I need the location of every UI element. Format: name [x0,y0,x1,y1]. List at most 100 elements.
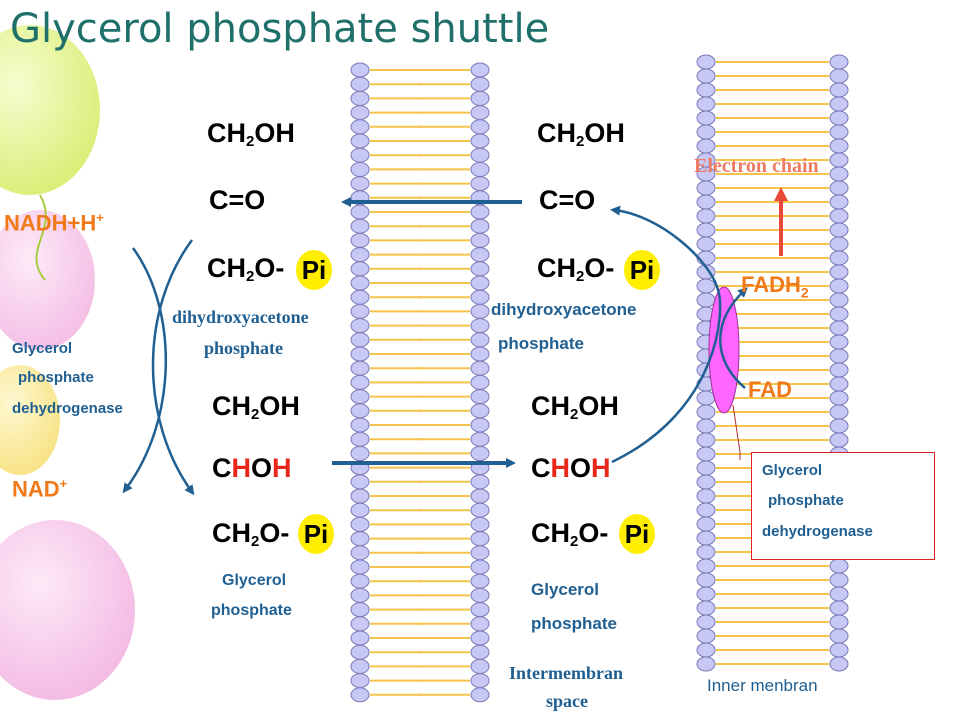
lipid-head [696,432,716,448]
dhap-cyto-co: C=O [209,185,266,215]
ch-text: CH [531,518,570,548]
lipid-head [470,374,490,390]
phosphate-badge-dhap-cyto: Pi [296,250,332,290]
lipid-head [829,390,849,406]
lipid-head [470,247,490,263]
outer-mitochondrial-membrane [350,62,490,703]
inner-mitochondrial-membrane [696,54,849,672]
lipid-head [696,96,716,112]
lipid-head [350,275,370,291]
lipid-head [696,54,716,70]
lipid-head [470,531,490,547]
lipid-head [350,147,370,163]
lipid-head [470,133,490,149]
lipid-head [470,218,490,234]
lipid-head [696,390,716,406]
lipid-head [350,673,370,689]
lipid-head [350,389,370,405]
lipid-head [350,403,370,419]
lipid-head [470,602,490,618]
balloon-pink [0,210,95,350]
lipid-head [829,82,849,98]
lipid-head [350,247,370,263]
lipid-head [470,630,490,646]
lipid-head [696,82,716,98]
enzyme-box-line1: Glycerol [762,462,823,479]
g3p-cyto-ch2o: CH2O- [212,518,289,550]
oh-text: OH [259,391,300,421]
lipid-head [470,658,490,674]
lipid-head [829,642,849,658]
fadh2-label: FADH2 [741,272,809,300]
lipid-head [350,630,370,646]
lipid-head [470,318,490,334]
lipid-head [350,90,370,106]
arrows [122,187,788,496]
oh-text: OH [254,118,295,148]
lipid-head [350,303,370,319]
lipid-head [829,292,849,308]
ch-text: CH [537,118,576,148]
lipid-head [829,348,849,364]
phosphate-badge-g3p-cyto: Pi [298,514,334,554]
lipid-head [696,138,716,154]
lipid-head [696,656,716,672]
lipid-head [470,62,490,78]
lipid-head [350,474,370,490]
fadh-text: FADH [741,272,801,297]
lipid-head [829,250,849,266]
lipid-head [829,600,849,616]
intermembrane-label-line2: space [546,691,588,711]
g3p-cyto-ch2oh: CH2OH [212,391,300,423]
lipid-head [829,376,849,392]
lipid-head [470,90,490,106]
g3p-ims-label-line2: phosphate [531,614,617,633]
subscript-2: 2 [800,284,809,301]
lipid-head [350,559,370,575]
lipid-head [470,545,490,561]
enzyme-glycerol-phosphate-dehydrogenase [708,286,740,414]
lipid-head [696,110,716,126]
h-text: H [231,453,252,483]
subscript-2: 2 [246,268,255,285]
lipid-head [829,418,849,434]
lipid-head [350,133,370,149]
lipid-head [696,236,716,252]
lipid-head [696,502,716,518]
lipid-head [829,54,849,70]
lipid-head [829,320,849,336]
lipid-head [350,161,370,177]
balloon-string [35,194,47,281]
lipid-head [350,687,370,703]
subscript-2: 2 [251,406,260,423]
g3p-ims-label-line1: Glycerol [531,580,600,599]
lipid-head [829,306,849,322]
dhap-ims-label-line2: phosphate [498,334,584,353]
lipid-head [829,334,849,350]
lipid-head [829,614,849,630]
ch-text: CH [207,118,246,148]
lipid-head [350,616,370,632]
lipid-head [470,559,490,575]
lipid-head [350,431,370,447]
dhap-ims-label-line1: dihydroxyacetone [491,300,637,319]
o-minus-text: O- [254,253,285,283]
phosphate-badge-dhap-ims: Pi [624,250,660,290]
lipid-head [470,488,490,504]
lipid-head [350,105,370,121]
lipid-head [829,208,849,224]
nadh-label: NADH+H+ [4,210,104,236]
lipid-head [696,292,716,308]
lipid-head [829,96,849,112]
lipid-head [470,232,490,248]
dhap-cyto-ch2o: CH2O- [207,253,284,285]
lipid-head [350,289,370,305]
lipid-head [470,76,490,92]
arrow-dhap-to-g3p [151,239,195,496]
lipid-head [829,656,849,672]
lipid-head [470,147,490,163]
lipid-head [696,404,716,420]
lipid-head [350,374,370,390]
lipid-head [829,558,849,574]
lipid-head [470,346,490,362]
